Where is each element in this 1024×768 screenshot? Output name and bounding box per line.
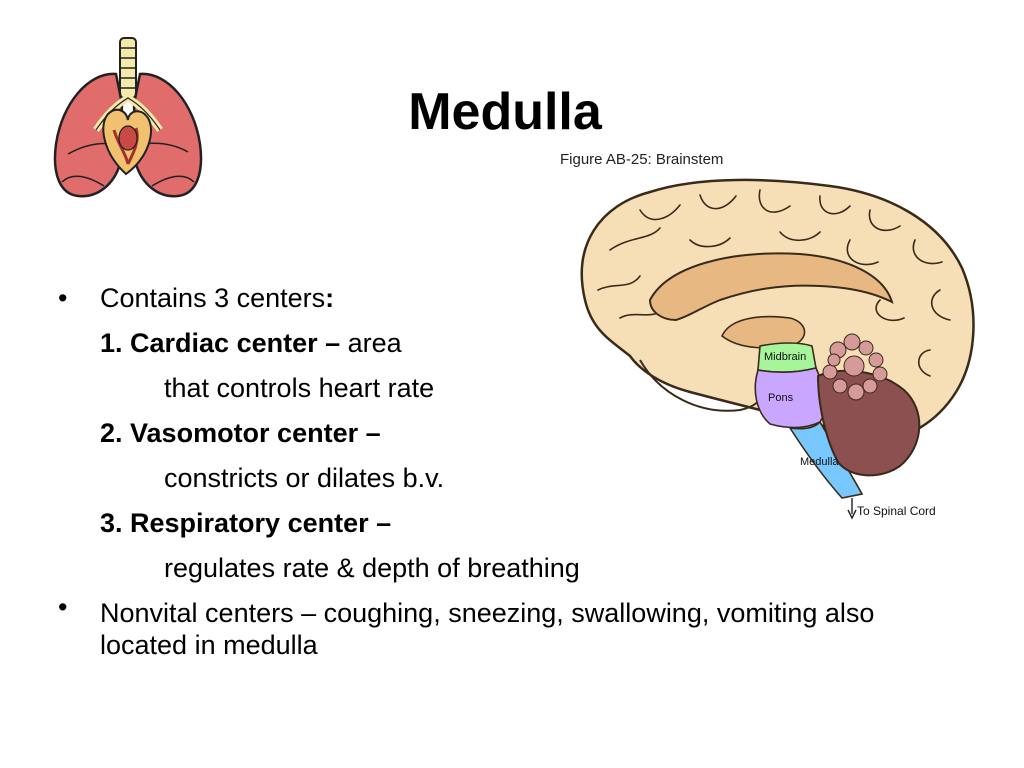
respiratory-center-heading: 3. Respiratory center – [100, 508, 392, 538]
spinal-cord-label: To Spinal Cord [857, 504, 936, 518]
bullet-list: • Contains 3 centers: 1. Cardiac center … [58, 276, 938, 661]
vasomotor-center-description: constricts or dilates b.v. [164, 463, 445, 493]
brainstem-figure: Midbrain Pons Medulla To Spinal Cord [580, 178, 975, 520]
corpus-callosum [648, 252, 894, 322]
slide-title: Medulla [408, 83, 602, 141]
pons-label: Pons [768, 392, 794, 404]
bullet-nonvital-centers: • Nonvital centers – coughing, sneezing,… [58, 591, 890, 661]
medulla-label: Medulla [800, 456, 839, 468]
bullet-text: Contains 3 centers [100, 283, 326, 313]
cardiac-center-item: 1. Cardiac center – area [58, 321, 938, 366]
bullet-text: Nonvital centers – coughing, sneezing, s… [100, 598, 875, 660]
cardiac-center-description: that controls heart rate [164, 373, 435, 403]
lungs-heart-illustration [53, 37, 203, 198]
bullet-colon: : [325, 283, 335, 313]
vasomotor-center-item: 2. Vasomotor center – [58, 411, 938, 456]
cardiac-center-heading: 1. Cardiac center – [100, 328, 341, 358]
vasomotor-center-heading: 2. Vasomotor center – [100, 418, 381, 448]
cardiac-center-text: area [340, 328, 402, 358]
bullet-contains-centers: • Contains 3 centers: [58, 276, 938, 321]
bullet-dot: • [58, 283, 68, 313]
midbrain-label: Midbrain [764, 351, 806, 363]
bullet-dot: • [58, 592, 68, 622]
respiratory-center-description: regulates rate & depth of breathing [164, 553, 580, 583]
figure-caption: Figure AB-25: Brainstem [560, 151, 724, 168]
respiratory-center-item: 3. Respiratory center – [58, 501, 938, 546]
